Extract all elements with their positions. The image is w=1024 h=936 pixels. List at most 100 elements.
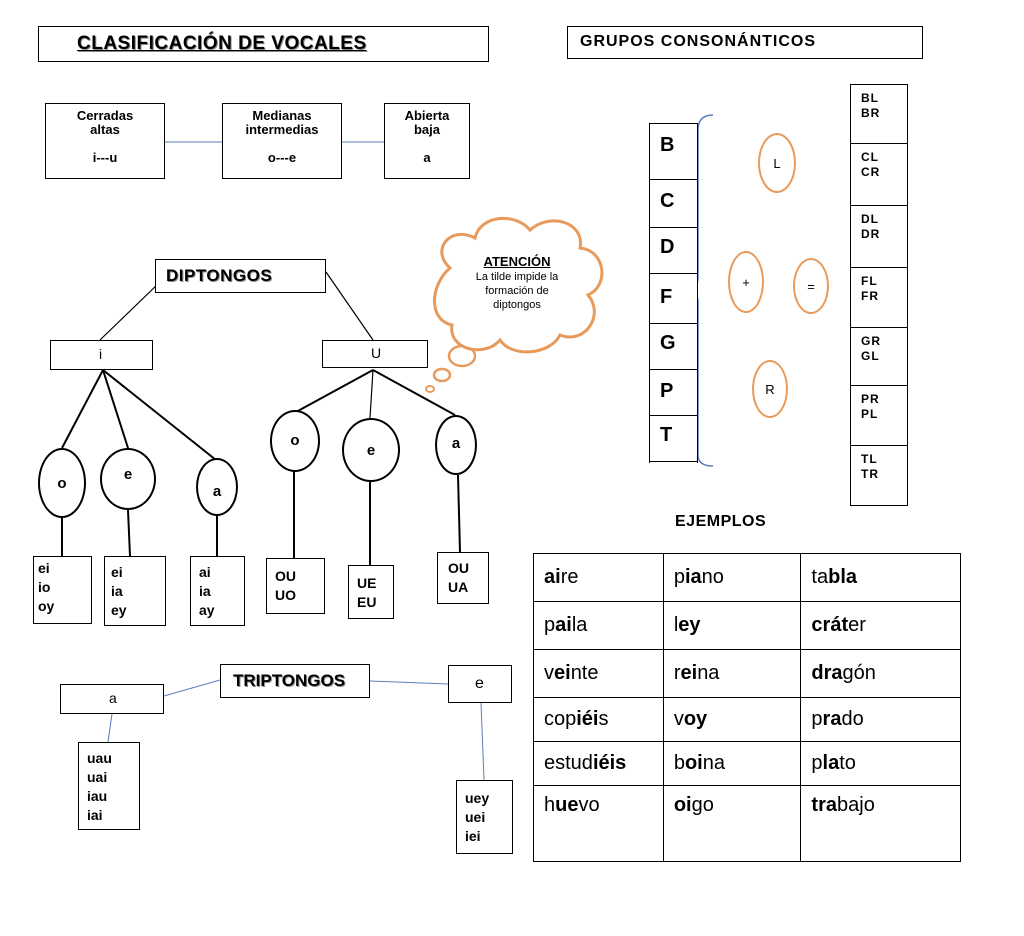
combo-b: BL BR (861, 91, 881, 120)
letter-d: D (650, 228, 697, 274)
table-cell: aire (533, 553, 664, 602)
result-i-o-box: ei io oy (33, 556, 92, 624)
result-u-e: UE EU (357, 575, 377, 610)
table-row: copiéis voy prado (533, 697, 961, 742)
vocales-title: CLASIFICACIÓN DE VOCALES (77, 33, 367, 54)
letter-p: P (650, 370, 697, 416)
word-mid: oi (673, 794, 692, 816)
letter-b: B (650, 124, 697, 180)
word-mid: dra (811, 662, 843, 684)
word-pre: p (811, 752, 823, 774)
grupos-title: GRUPOS CONSONÁNTICOS (580, 33, 817, 50)
word-pre: p (544, 614, 556, 636)
word-mid: ei (554, 662, 571, 684)
result-u-a: OU UA (448, 560, 469, 595)
word-pre: r (673, 662, 681, 684)
table-cell: cráter (800, 601, 961, 650)
word-post: nte (570, 662, 599, 684)
word-mid: ia (684, 566, 702, 588)
atencion-text: La tilde impide la formación de diptongo… (475, 271, 559, 311)
oval-u-o: o (270, 410, 320, 472)
table-cell: piano (662, 553, 802, 602)
word-post: vo (578, 794, 600, 816)
word-mid: oy (683, 708, 708, 730)
word-pre: cop (544, 708, 577, 730)
word-mid: ai (544, 566, 561, 588)
vocales-title-box: CLASIFICACIÓN DE VOCALES (38, 26, 489, 62)
triptongo-e-box: e (448, 665, 512, 703)
word-post: go (691, 794, 714, 816)
result-i-e-box: ei ia ey (104, 556, 166, 626)
result-i-o: ei io oy (38, 560, 55, 614)
word-post: bajo (837, 794, 875, 816)
word-mid: tra (811, 794, 837, 816)
word-mid: bla (828, 566, 858, 588)
vocales-cerradas: Cerradas altas i---u (76, 108, 134, 165)
word-mid: crát (811, 614, 849, 636)
table-cell: estudiéis (533, 741, 664, 786)
oval-equals: = (793, 258, 829, 314)
combos-column: BL BR CL CR DL DR FL FR GR GL PR PL TL T… (850, 84, 908, 506)
triptongo-a: a (109, 690, 117, 706)
word-pre: v (673, 708, 684, 730)
triptongo-a-list-box: uau uai iau iai (78, 742, 140, 830)
atencion-title: ATENCIÓN (483, 254, 551, 269)
diptongo-u: U (371, 345, 382, 361)
word-mid: la (822, 752, 840, 774)
word-pre: ta (811, 566, 829, 588)
result-u-o: OU UO (275, 568, 296, 603)
table-cell: huevo (533, 785, 664, 862)
letter-c: C (650, 180, 697, 228)
oval-i-e: e (100, 448, 156, 510)
grupos-title-box: GRUPOS CONSONÁNTICOS (567, 26, 923, 59)
word-pre: l (673, 614, 679, 636)
combo-p: PR PL (851, 385, 907, 445)
result-u-a-box: OU UA (437, 552, 489, 604)
result-u-e-box: UE EU (348, 565, 394, 619)
table-cell: prado (800, 697, 961, 742)
result-i-a: ai ia ay (199, 564, 215, 618)
combo-g: GR GL (851, 327, 907, 385)
word-post: do (841, 708, 864, 730)
table-cell: paila (533, 601, 664, 650)
word-post: na (702, 752, 725, 774)
result-i-a-box: ai ia ay (190, 556, 245, 626)
table-cell: trabajo (800, 785, 961, 862)
oval-r: R (752, 360, 788, 418)
word-mid: ra (822, 708, 842, 730)
word-post: er (848, 614, 866, 636)
combo-d: DL DR (851, 205, 907, 267)
word-post: la (571, 614, 588, 636)
oval-u-a: a (435, 415, 477, 475)
vocales-medianas: Medianas intermedias o---e (245, 108, 319, 165)
vocales-abierta: Abierta baja a (404, 108, 450, 165)
triptongos-title: TRIPTONGOS (233, 671, 346, 690)
word-mid: ei (680, 662, 698, 684)
word-mid: ai (555, 614, 572, 636)
vocales-cerradas-box: Cerradas altas i---u (45, 103, 165, 179)
combo-c: CL CR (851, 143, 907, 205)
diptongo-i-box: i (50, 340, 153, 370)
vocales-medianas-box: Medianas intermedias o---e (222, 103, 342, 179)
diptongo-u-box: U (322, 340, 428, 368)
letters-column: B C D F G P T (649, 123, 698, 463)
table-cell: tabla (800, 553, 961, 602)
table-cell: ley (662, 601, 802, 650)
word-mid: ey (678, 614, 701, 636)
letter-g: G (650, 324, 697, 370)
word-post: no (701, 566, 724, 588)
table-cell: copiéis (533, 697, 664, 742)
word-mid: iéi (576, 708, 599, 730)
triptongo-a-box: a (60, 684, 164, 714)
oval-u-e: e (342, 418, 400, 482)
table-cell: oigo (662, 785, 802, 862)
combo-f: FL FR (851, 267, 907, 327)
diptongos-title-box: DIPTONGOS (155, 259, 326, 293)
triptongos-title-box: TRIPTONGOS (220, 664, 370, 698)
diptongos-title: DIPTONGOS (166, 266, 273, 285)
word-post: re (560, 566, 579, 588)
table-cell: boina (662, 741, 802, 786)
